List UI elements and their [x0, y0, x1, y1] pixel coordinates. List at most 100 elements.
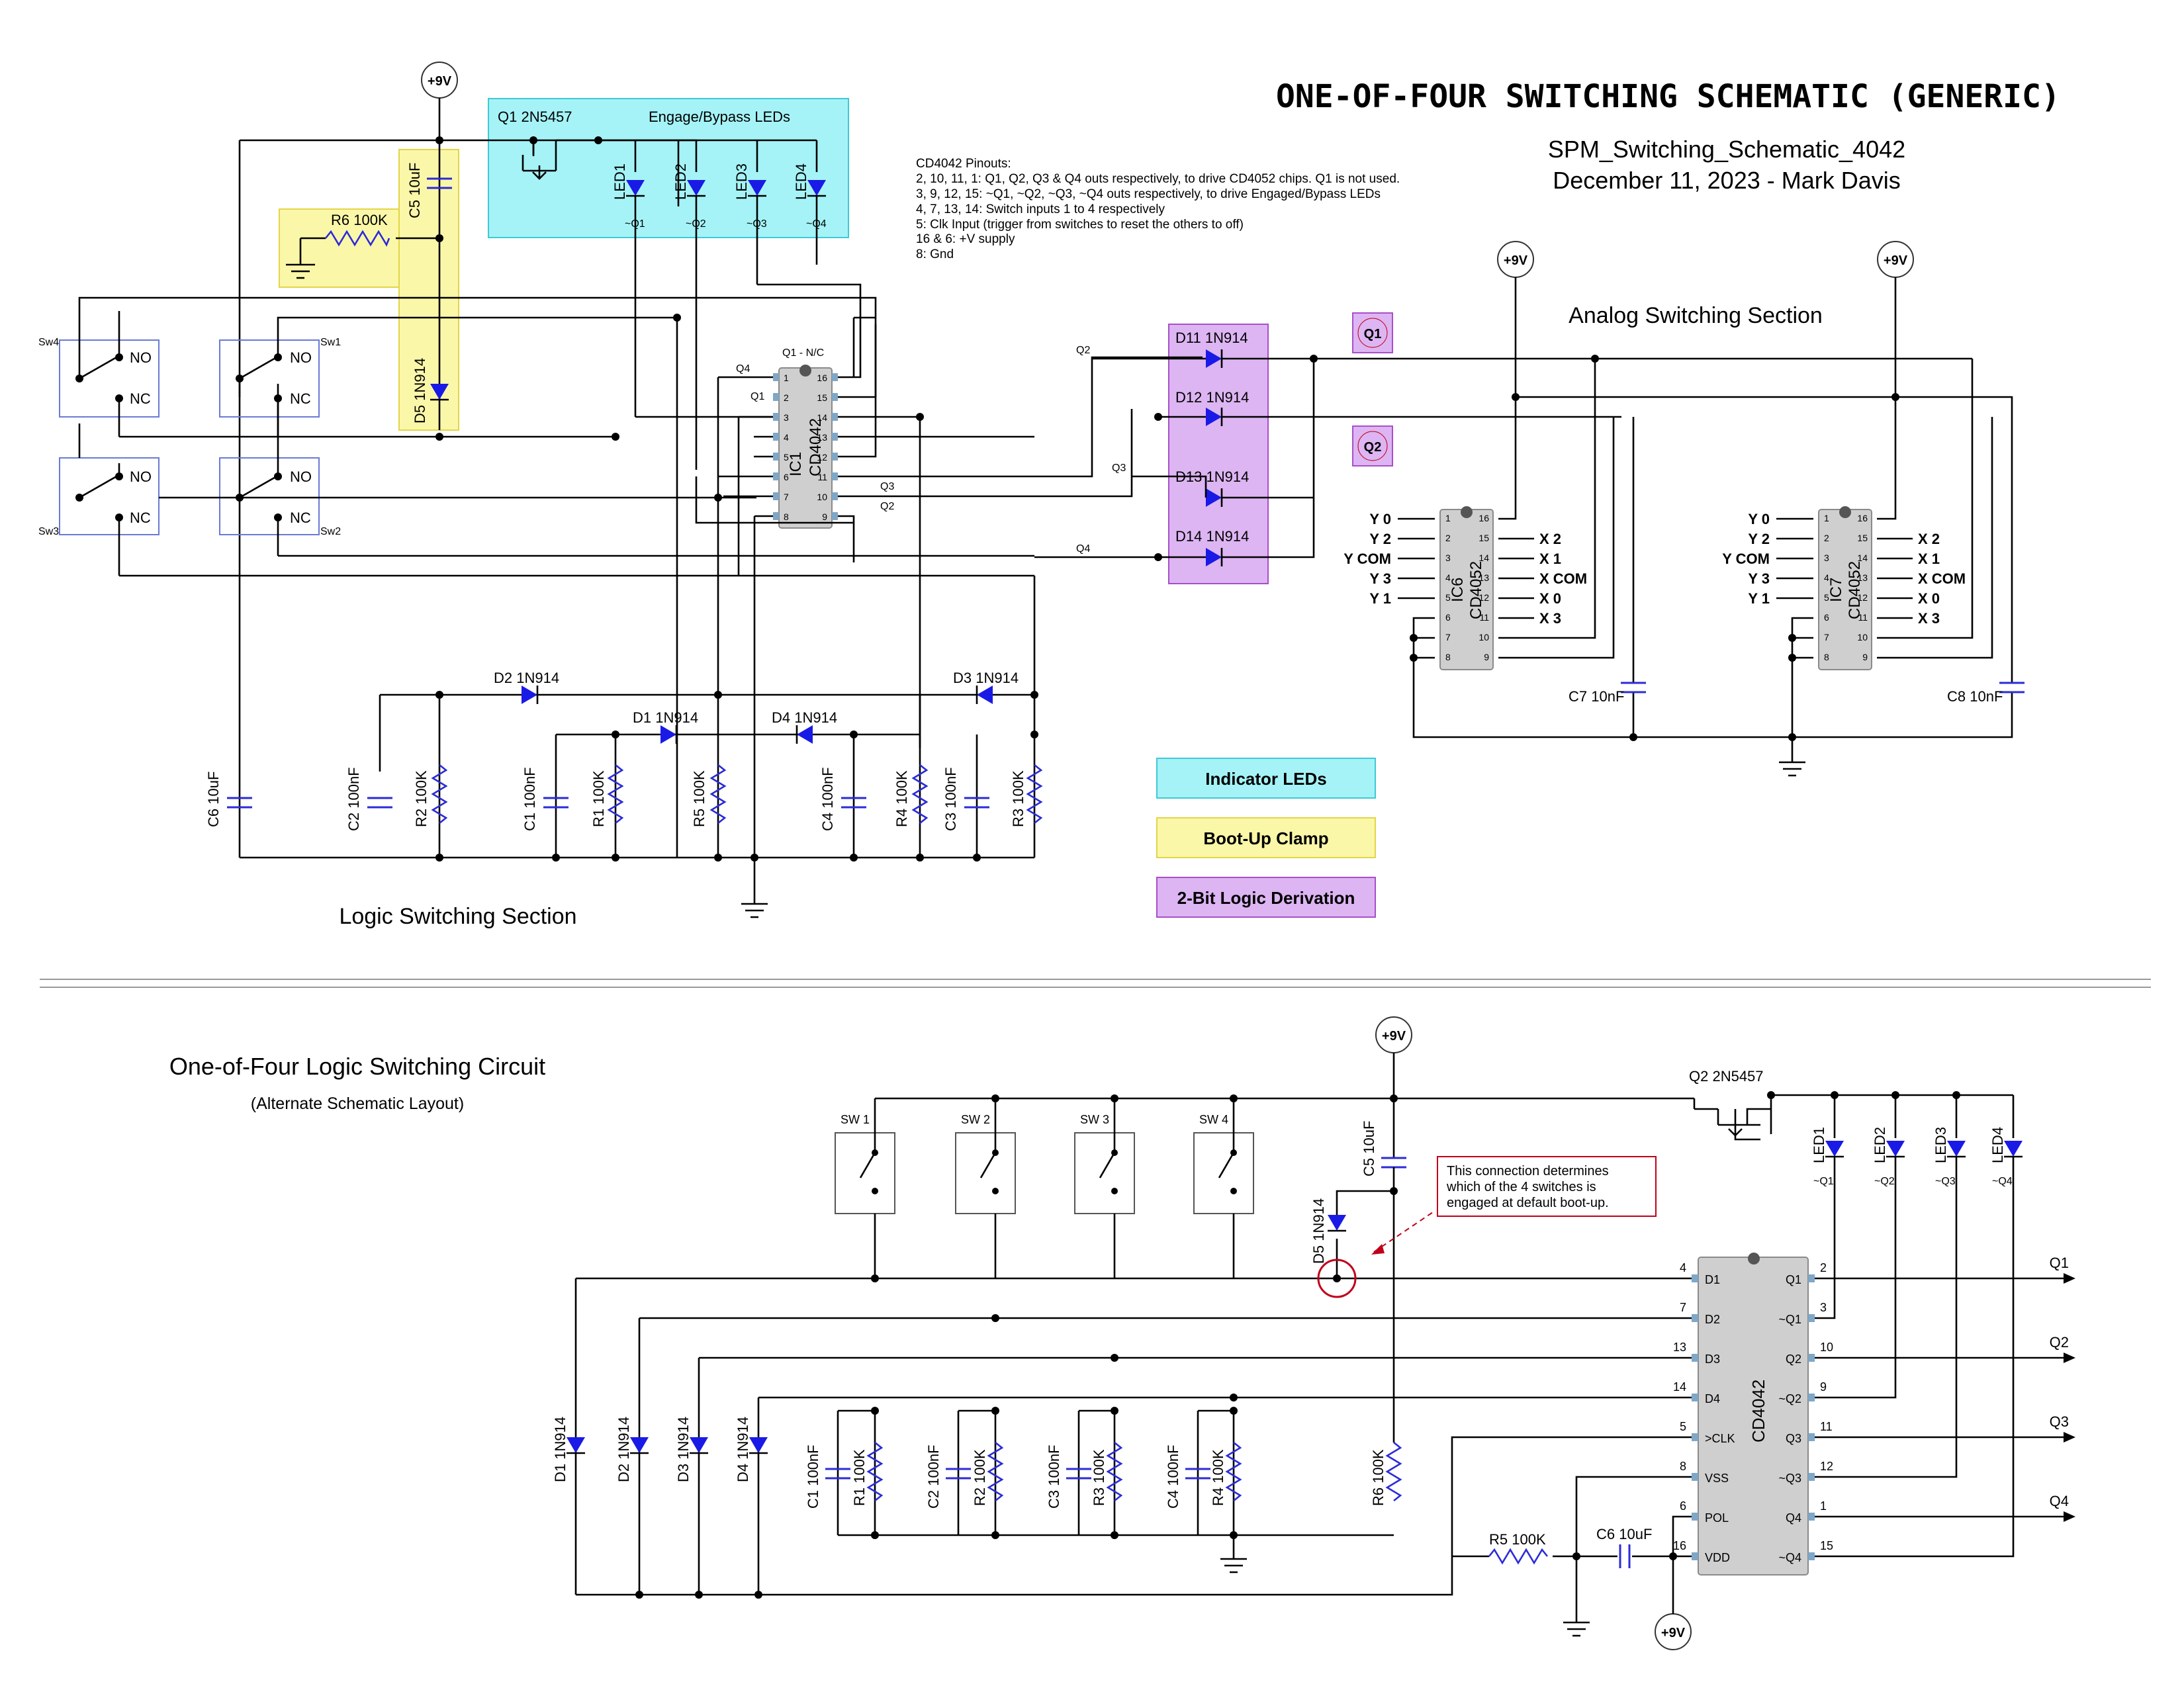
q1-tag: Q1: [1352, 312, 1393, 353]
alt-chip-pins: [1692, 1274, 1815, 1560]
sw4-label: Sw4: [38, 337, 59, 348]
switch-sw4[interactable]: [59, 339, 159, 437]
svg-text:16: 16: [1857, 513, 1868, 523]
c7-label: C7 10nF: [1569, 688, 1624, 705]
alt-sw1-label: SW 1: [841, 1113, 870, 1126]
svg-text:1: 1: [1820, 1499, 1827, 1513]
svg-text:3: 3: [1445, 553, 1451, 563]
ic7-x1: X 1: [1918, 551, 1940, 567]
notes-line: 4, 7, 13, 14: Switch inputs 1 to 4 respe…: [916, 202, 1165, 216]
alt-r5-label: R5 100K: [1489, 1531, 1546, 1548]
legend-derivation: 2-Bit Logic Derivation: [1156, 877, 1376, 918]
svg-text:2: 2: [1445, 533, 1451, 543]
svg-text:2: 2: [1824, 533, 1829, 543]
notes-line: 5: Clk Input (trigger from switches to r…: [916, 218, 1244, 232]
ic1-pin: 5: [784, 452, 789, 463]
alt-led-q4: ~Q4: [1992, 1176, 2013, 1187]
switch-sw2[interactable]: [219, 457, 320, 556]
ic7-pin-numbers: 1 2 3 4 5 6 7 8 16 15 14 13 12 11 10 9: [1824, 513, 1868, 662]
no-label: NO: [130, 349, 152, 366]
legend-bootup: Boot-Up Clamp: [1156, 817, 1376, 858]
alt-output-arrows: [2064, 1273, 2075, 1522]
svg-text:Boot-Up Clamp: Boot-Up Clamp: [1203, 828, 1328, 848]
alt-r1-label: R1 100K: [851, 1449, 868, 1506]
svg-text:6: 6: [1445, 612, 1451, 623]
svg-text:4: 4: [1445, 572, 1451, 583]
svg-text:13: 13: [1479, 572, 1489, 583]
svg-text:9: 9: [1484, 652, 1489, 662]
ic7-cd4052: [1818, 506, 1872, 670]
ic1-pins: [773, 373, 838, 520]
ic7-name: IC7: [1827, 578, 1845, 602]
alt-title: One-of-Four Logic Switching Circuit: [169, 1053, 545, 1080]
svg-text:~Q2: ~Q2: [1778, 1392, 1801, 1405]
svg-text:Q2: Q2: [1786, 1353, 1801, 1366]
svg-text:10: 10: [1820, 1341, 1833, 1354]
alt-d-diodes: [567, 1437, 768, 1454]
q1-label: Q1 2N5457: [498, 109, 572, 125]
out-q1: Q1: [2050, 1255, 2069, 1271]
svg-text:D2: D2: [1705, 1313, 1720, 1326]
svg-text:3: 3: [1820, 1301, 1827, 1314]
ic1-pin: 6: [784, 472, 789, 482]
ic1-q1-label: Q1: [751, 391, 764, 402]
svg-text:+9V: +9V: [1661, 1626, 1686, 1640]
net-q4: Q4: [1076, 543, 1090, 555]
svg-text:4: 4: [1824, 572, 1829, 583]
svg-text:10: 10: [1857, 632, 1868, 643]
svg-text:14: 14: [1479, 553, 1489, 563]
notes-line: 16 & 6: +V supply: [916, 232, 1015, 246]
nc-label: NC: [290, 510, 311, 526]
nc-label: NC: [130, 390, 151, 407]
ic6-type: CD4052: [1467, 561, 1485, 619]
alt-switch-4[interactable]: [1193, 1125, 1254, 1278]
legend-indicator: Indicator LEDs: [1156, 758, 1376, 799]
ic1-q2-label: Q2: [880, 501, 894, 512]
svg-text:1: 1: [1824, 513, 1829, 523]
svg-text:9: 9: [1820, 1380, 1827, 1394]
alt-chip-label: CD4042: [1749, 1380, 1768, 1442]
ic1-pin: 8: [784, 511, 789, 522]
svg-text:VDD: VDD: [1705, 1551, 1730, 1564]
ic7-x0: X 0: [1918, 590, 1940, 607]
alt-switch-2[interactable]: [955, 1125, 1016, 1278]
vcc-symbol: +9V: [421, 62, 458, 99]
alt-switch-1[interactable]: [835, 1125, 895, 1278]
alt-chip-left-pins: 4 D1 7 D2 13 D3 14 D4 5 >CLK 8 VSS 6 POL…: [1673, 1261, 1735, 1564]
alt-d4-label: D4 1N914: [735, 1417, 751, 1482]
svg-text:16: 16: [1673, 1539, 1686, 1552]
ic1-pin: 7: [784, 492, 789, 502]
svg-text:2-Bit Logic Derivation: 2-Bit Logic Derivation: [1177, 888, 1355, 908]
ic1-pin: 14: [817, 412, 827, 423]
alt-d5-label: D5 1N914: [1310, 1198, 1327, 1264]
svg-text:5: 5: [1445, 592, 1451, 603]
c3-label: C3 100nF: [942, 767, 959, 831]
ic1-name: IC1: [787, 452, 805, 476]
ic6-x3: X 3: [1539, 610, 1561, 627]
alt-sw2-label: SW 2: [961, 1113, 990, 1126]
alt-switch-3[interactable]: [1074, 1125, 1135, 1278]
alt-c1-label: C1 100nF: [805, 1444, 821, 1509]
notes-line: 2, 10, 11, 1: Q1, Q2, Q3 & Q4 outs respe…: [916, 172, 1400, 186]
svg-text:5: 5: [1824, 592, 1829, 603]
net-q3: Q3: [1112, 463, 1126, 474]
alt-caps: [825, 1468, 1210, 1480]
r4-label: R4 100K: [893, 770, 910, 827]
svg-text:4: 4: [1680, 1261, 1686, 1274]
svg-text:13: 13: [1673, 1341, 1686, 1354]
svg-text:12: 12: [1820, 1460, 1833, 1473]
ic7-xcom: X COM: [1918, 570, 1966, 587]
alt-r3-label: R3 100K: [1091, 1449, 1107, 1506]
alt-c2-label: C2 100nF: [925, 1444, 942, 1509]
ic6-ycom: Y COM: [1343, 551, 1391, 567]
alt-led4: LED4: [1989, 1127, 2006, 1163]
alt-sw4-label: SW 4: [1199, 1113, 1228, 1126]
ic1-pin: 11: [817, 472, 827, 482]
svg-text:POL: POL: [1705, 1511, 1729, 1525]
ic6-x2: X 2: [1539, 531, 1561, 547]
svg-text:15: 15: [1857, 533, 1868, 543]
svg-text:Q2: Q2: [1364, 440, 1382, 455]
alt-led-q1: ~Q1: [1813, 1176, 1834, 1187]
svg-text:8: 8: [1824, 652, 1829, 662]
